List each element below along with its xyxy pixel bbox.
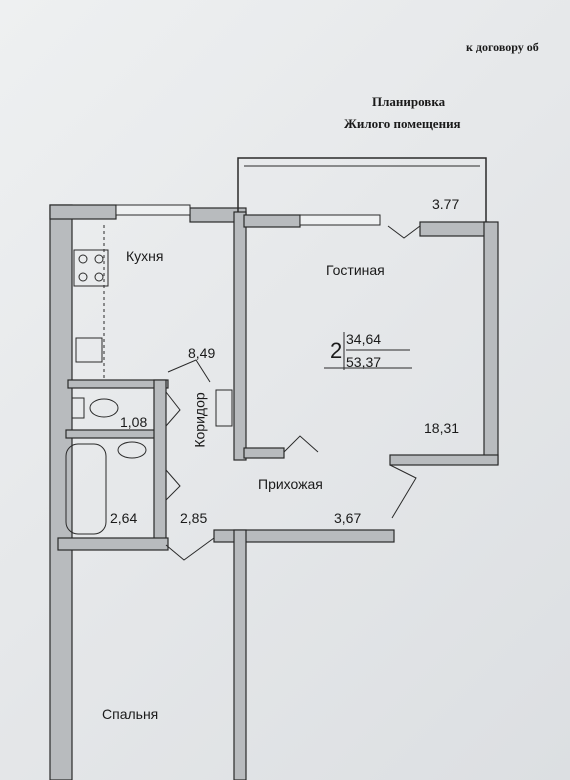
wc-door	[165, 391, 181, 427]
wall-kitchen-living	[233, 211, 247, 461]
plan-title-line2: Жилого помещения	[344, 116, 461, 131]
burner-icon	[94, 254, 104, 264]
burner-icon	[78, 272, 88, 282]
area-wc: 1,08	[120, 414, 148, 430]
outer-wall-top-living	[243, 214, 301, 228]
toilet-icon	[89, 398, 119, 418]
window-living	[299, 214, 381, 226]
kitchen-sink	[75, 337, 103, 363]
washbasin-icon	[117, 441, 147, 459]
area-kitchen: 8,49	[188, 345, 216, 361]
kitchen-door	[167, 359, 211, 383]
plan-title-line1: Планировка	[372, 94, 446, 109]
wall-living-bottom-right	[389, 454, 499, 466]
summary-room-count: 2	[330, 338, 343, 363]
area-hall: 3,67	[334, 510, 362, 526]
wall-bath-corridor	[153, 379, 167, 546]
balcony-outline	[237, 157, 487, 222]
room-label-bedroom: Спальня	[102, 706, 159, 722]
living-cabinet	[215, 389, 233, 427]
outer-wall-top-left	[49, 204, 117, 220]
entrance-door	[389, 464, 417, 519]
bath-door	[165, 469, 181, 501]
area-balcony: 3.77	[432, 196, 460, 212]
window-kitchen	[115, 204, 191, 216]
summary-living-area: 34,64	[346, 331, 382, 347]
room-label-living: Гостиная	[326, 262, 385, 278]
wall-bath-bedroom	[57, 537, 169, 551]
balcony-door	[387, 225, 421, 239]
wall-bedroom-right	[233, 529, 247, 780]
outer-wall-right	[483, 221, 499, 465]
room-label-corridor: Коридор	[191, 392, 208, 448]
stove	[73, 249, 109, 287]
area-living: 18,31	[424, 420, 460, 436]
toilet-tank	[71, 397, 85, 419]
wall-wc-bath	[65, 429, 161, 439]
wall-living-bottom-left	[243, 447, 285, 459]
area-corridor: 2,85	[180, 510, 208, 526]
burner-icon	[78, 254, 88, 264]
room-label-kitchen: Кухня	[126, 248, 164, 264]
area-bath: 2,64	[110, 510, 138, 526]
wall-kitchen-wc	[67, 379, 169, 389]
outer-wall-left	[49, 204, 73, 780]
room-label-hall: Прихожая	[258, 476, 323, 492]
outer-wall-top-right	[419, 221, 489, 237]
bathtub	[65, 443, 107, 535]
living-door	[283, 435, 319, 453]
burner-icon	[94, 272, 104, 282]
bedroom-door	[165, 537, 215, 561]
summary-total-area: 53,37	[346, 354, 382, 370]
header-note: к договору об	[466, 40, 539, 54]
wall-hall-bedroom	[213, 529, 395, 543]
